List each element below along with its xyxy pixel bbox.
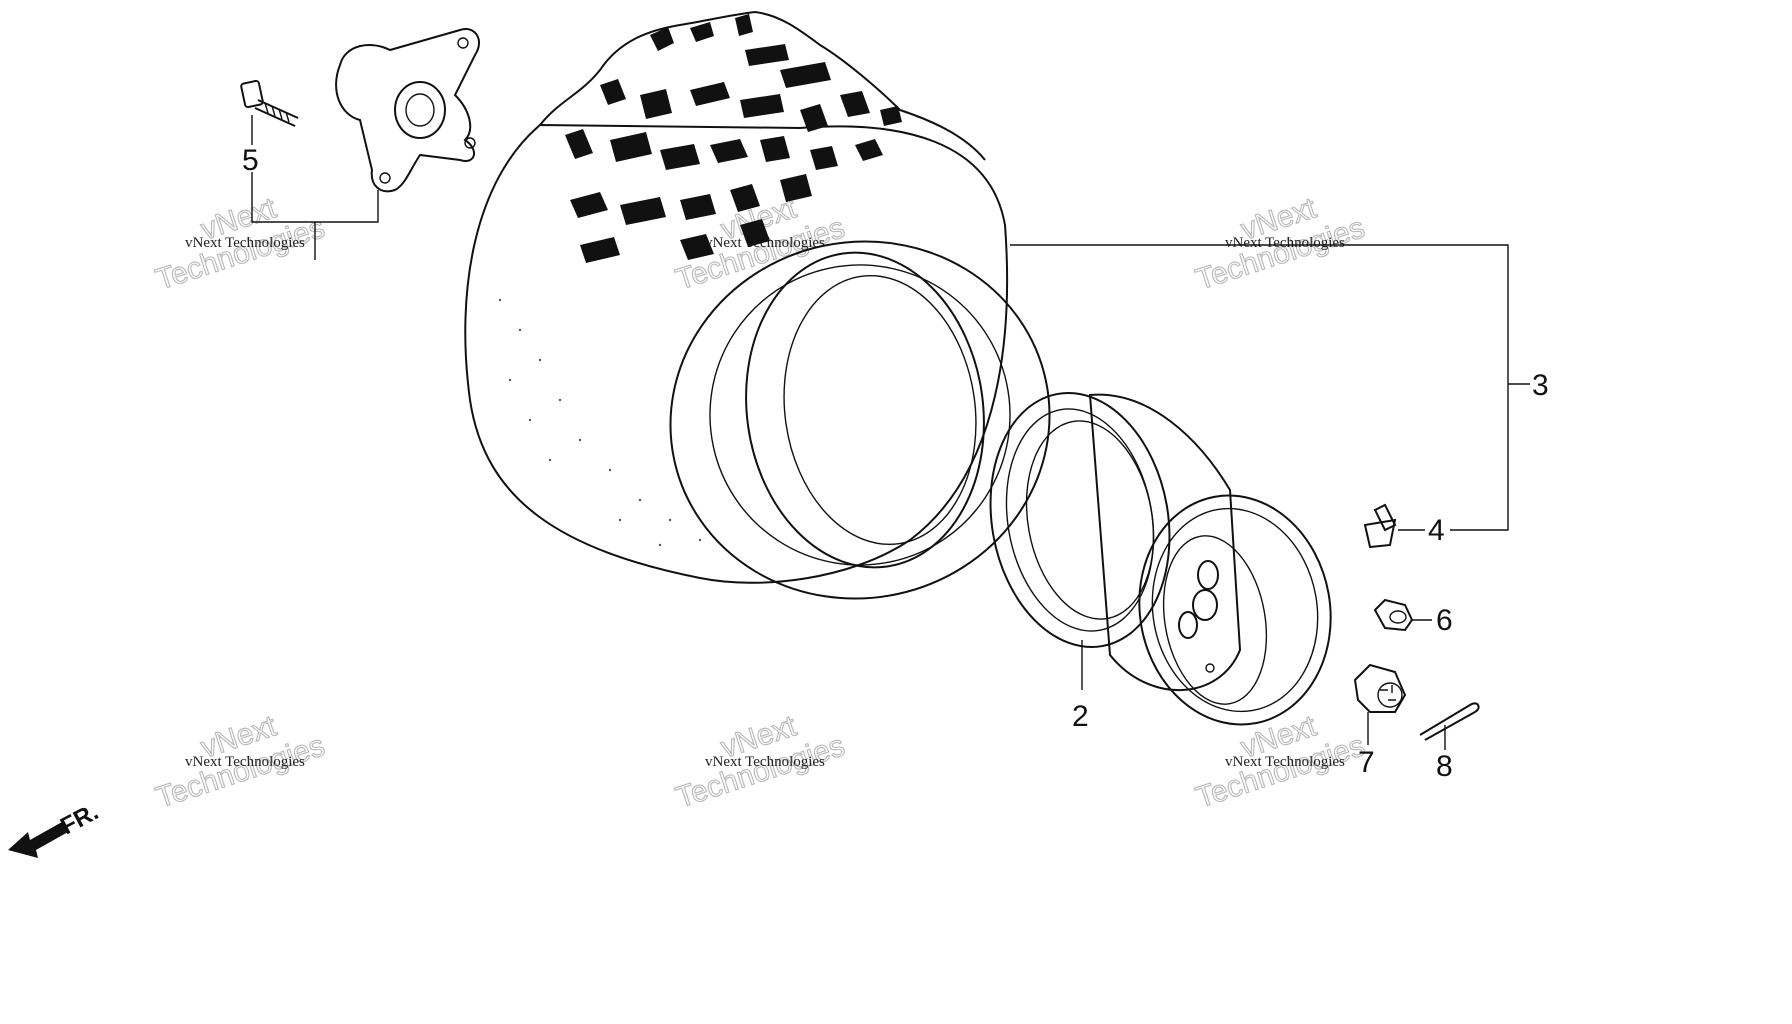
callout-2: 2: [1072, 700, 1089, 733]
callout-8: 8: [1436, 750, 1453, 783]
callout-7: 7: [1358, 746, 1375, 779]
watermark-top-right: vNext Technologies vNext Technologies: [1191, 191, 1369, 297]
watermark-bottom-left: vNext Technologies vNext Technologies: [151, 709, 329, 815]
callout-6: 6: [1436, 604, 1453, 637]
atv-tire-icon: [464, 10, 1051, 600]
watermark-bottom-right: vNext Technologies vNext Technologies: [1191, 709, 1369, 815]
callout-3: 3: [1532, 369, 1549, 402]
front-direction-arrow-icon: FR.: [8, 798, 103, 858]
callout-4: 4: [1428, 514, 1445, 547]
watermark-bottom-center: vNext Technologies vNext Technologies: [671, 709, 849, 815]
wheel-hub-icon: [335, 28, 480, 193]
watermark-top-left: vNext Technologies vNext Technologies: [151, 191, 329, 297]
leader-lines: [251, 115, 1530, 750]
castle-nut-icon: [1353, 663, 1407, 713]
valve-stem-icon: [1363, 503, 1397, 549]
watermark-small: vNext Technologies: [1225, 235, 1345, 251]
watermark-small: vNext Technologies: [185, 754, 305, 770]
tire-shading: [498, 298, 702, 547]
wheel-nut-icon: [1373, 598, 1414, 632]
callout-5: 5: [242, 144, 259, 177]
wheel-rim-icon: [989, 392, 1332, 726]
cotter-pin-icon: [1419, 702, 1480, 741]
watermark-small: vNext Technologies: [1225, 754, 1345, 770]
watermark-small: vNext Technologies: [705, 754, 825, 770]
watermark-small: vNext Technologies: [705, 235, 825, 251]
tread-lugs: [565, 14, 902, 263]
watermark-small: vNext Technologies: [185, 235, 305, 251]
flange-bolt-icon: [240, 79, 299, 127]
